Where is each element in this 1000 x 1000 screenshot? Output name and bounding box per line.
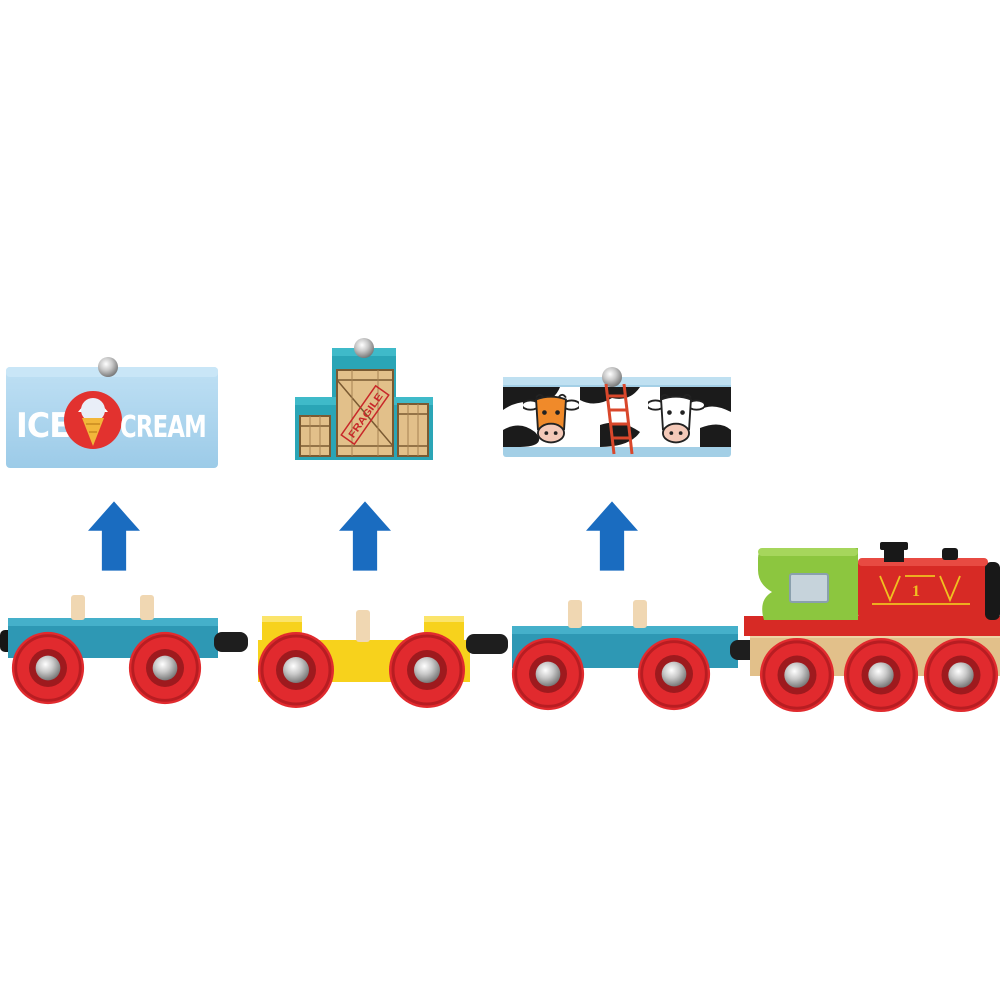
coupler <box>214 632 248 652</box>
cattle-load[interactable] <box>503 367 731 457</box>
ladder-icon <box>604 383 634 455</box>
small-crate-left <box>299 415 331 457</box>
crates-load[interactable]: FRAGILE <box>295 338 433 460</box>
wagon-peg <box>568 600 582 628</box>
boiler-decoration <box>872 575 970 605</box>
engine-number: 1 <box>912 583 920 600</box>
magnet-stud <box>98 357 118 377</box>
ice-cream-cone-icon <box>64 391 122 449</box>
up-arrow-icon <box>88 501 140 571</box>
wheel <box>636 636 712 712</box>
ice-cream-load[interactable]: ICE CREAM <box>6 357 218 468</box>
wagon-peg <box>71 595 85 620</box>
ice-label: ICE <box>16 406 70 446</box>
magnet-stud <box>354 338 374 358</box>
wheel <box>127 630 203 706</box>
chimney <box>884 548 904 562</box>
coupler <box>466 634 508 654</box>
wheel <box>758 636 836 714</box>
magnet-stud <box>602 367 622 387</box>
wheel <box>387 630 467 710</box>
cab-window <box>789 573 829 603</box>
wheel <box>922 636 1000 714</box>
wagon-peg <box>356 610 370 642</box>
teal-wagon-1[interactable] <box>8 595 218 706</box>
wagon-peg <box>633 600 647 628</box>
small-crate-right <box>397 403 429 457</box>
wheel <box>256 630 336 710</box>
wheel <box>842 636 920 714</box>
large-crate: FRAGILE <box>336 369 394 457</box>
yellow-wagon[interactable] <box>256 610 470 710</box>
wheel <box>510 636 586 712</box>
up-arrow-icon <box>586 501 638 571</box>
locomotive[interactable]: 1 <box>744 542 1000 714</box>
wheel <box>10 630 86 706</box>
cream-label: CREAM <box>120 410 206 445</box>
wagon-peg <box>140 595 154 620</box>
up-arrow-icon <box>339 501 391 571</box>
steam-dome <box>942 548 958 560</box>
teal-wagon-2[interactable] <box>510 600 738 712</box>
